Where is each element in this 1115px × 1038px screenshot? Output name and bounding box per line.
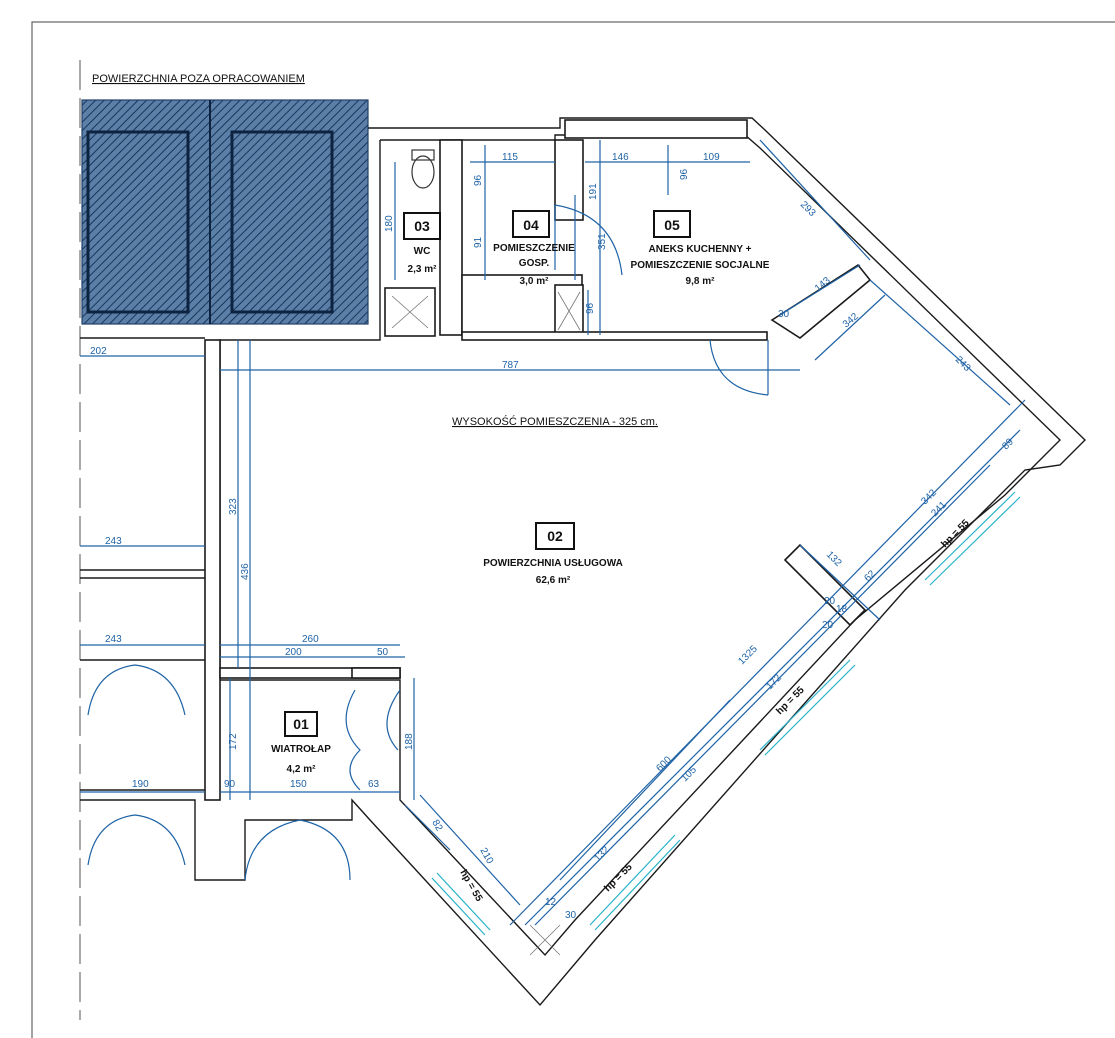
window-label-1: hp = 55 [939, 517, 972, 550]
svg-text:342: 342 [841, 311, 861, 330]
svg-text:190: 190 [132, 779, 149, 790]
room-05: 05 ANEKS KUCHENNY + POMIESZCZENIE SOCJAL… [631, 210, 770, 287]
door-kitchen [709, 339, 769, 396]
window-1 [924, 491, 1021, 586]
svg-text:132: 132 [824, 549, 844, 569]
hatched-block-right [230, 130, 334, 314]
svg-text:202: 202 [90, 346, 107, 357]
svg-text:01: 01 [293, 716, 309, 732]
room-01: 01 WIATROŁAP 4,2 m² [271, 711, 331, 775]
svg-text:ANEKS KUCHENNY +: ANEKS KUCHENNY + [649, 244, 752, 255]
svg-text:91: 91 [473, 236, 484, 248]
window-2 [759, 659, 856, 756]
svg-text:241: 241 [929, 499, 949, 519]
svg-text:2,3 m²: 2,3 m² [408, 264, 438, 275]
svg-text:POWIERZCHNIA USŁUGOWA: POWIERZCHNIA USŁUGOWA [483, 558, 623, 569]
svg-text:787: 787 [502, 360, 519, 371]
svg-text:04: 04 [523, 217, 539, 233]
wall-vest-right [351, 667, 401, 679]
svg-text:63: 63 [368, 779, 380, 790]
svg-text:132: 132 [592, 844, 612, 864]
svg-text:243: 243 [105, 634, 122, 645]
hatched-area [81, 99, 369, 325]
svg-text:180: 180 [384, 215, 395, 232]
door-vestibule [345, 689, 361, 791]
door-entrance [244, 819, 351, 881]
svg-text:96: 96 [585, 302, 596, 314]
svg-text:172: 172 [228, 733, 239, 750]
svg-text:351: 351 [597, 233, 608, 250]
svg-text:191: 191 [588, 183, 599, 200]
room-02: 02 POWIERZCHNIA USŁUGOWA 62,6 m² [483, 522, 623, 586]
svg-text:90: 90 [224, 779, 236, 790]
svg-text:9,8 m²: 9,8 m² [686, 276, 716, 287]
svg-text:1325: 1325 [736, 643, 760, 667]
svg-text:243: 243 [105, 536, 122, 547]
svg-text:GOSP.: GOSP. [519, 258, 550, 269]
toilet-icon [411, 155, 435, 189]
window-label-3: hp = 55 [602, 861, 635, 894]
svg-text:62,6 m²: 62,6 m² [536, 575, 571, 586]
svg-text:115: 115 [502, 152, 518, 163]
svg-text:03: 03 [414, 218, 430, 234]
svg-text:96: 96 [679, 168, 690, 180]
svg-text:3,0 m²: 3,0 m² [520, 276, 550, 287]
svg-text:4,2 m²: 4,2 m² [287, 764, 317, 775]
out-of-scope-note: POWIERZCHNIA POZA OPRACOWANIEM [92, 73, 305, 85]
svg-text:82: 82 [429, 818, 444, 834]
svg-text:POMIESZCZENIE SOCJALNE: POMIESZCZENIE SOCJALNE [631, 260, 770, 271]
svg-text:210: 210 [477, 846, 495, 866]
svg-text:05: 05 [664, 217, 680, 233]
svg-text:WC: WC [414, 246, 431, 257]
svg-text:12: 12 [545, 897, 557, 908]
svg-text:20: 20 [822, 620, 834, 631]
wall-wc-right [439, 139, 463, 336]
svg-text:96: 96 [473, 174, 484, 186]
shaft-icon [391, 291, 581, 956]
window-3 [589, 834, 681, 931]
hatched-block-left [86, 130, 190, 314]
svg-text:260: 260 [302, 634, 319, 645]
svg-text:POMIESZCZENIE: POMIESZCZENIE [493, 243, 575, 254]
door-left-2 [87, 814, 186, 866]
svg-text:50: 50 [377, 647, 389, 658]
wall-gosp-right [554, 139, 584, 221]
svg-text:30: 30 [565, 910, 577, 921]
svg-text:02: 02 [547, 528, 563, 544]
door-gosp [554, 204, 623, 276]
svg-text:30: 30 [778, 309, 790, 320]
svg-text:18: 18 [836, 604, 848, 615]
svg-text:89: 89 [1000, 436, 1016, 452]
svg-text:62: 62 [862, 568, 878, 584]
svg-text:436: 436 [240, 563, 251, 580]
wall-left-column [204, 339, 221, 801]
counter [564, 119, 748, 139]
svg-text:20: 20 [824, 596, 836, 607]
svg-text:600: 600 [654, 754, 674, 774]
svg-text:146: 146 [612, 152, 629, 163]
window-4 [431, 872, 491, 936]
wall-kitchen-bottom [461, 331, 768, 341]
svg-text:109: 109 [703, 152, 720, 163]
svg-text:WIATROŁAP: WIATROŁAP [271, 744, 331, 755]
door-left-1 [87, 664, 186, 716]
room-04: 04 POMIESZCZENIE GOSP. 3,0 m² [493, 210, 575, 287]
dimension-lines [80, 139, 1026, 926]
svg-text:323: 323 [228, 498, 239, 515]
sheet-border [31, 21, 1115, 1038]
svg-text:293: 293 [798, 199, 818, 219]
svg-text:150: 150 [290, 779, 307, 790]
wall-diagonal-stub [770, 263, 872, 339]
room-03: 03 WC 2,3 m² [403, 212, 441, 275]
ceiling-height-note: WYSOKOŚĆ POMIESZCZENIA - 325 cm. [452, 415, 658, 428]
svg-text:200: 200 [285, 647, 302, 658]
svg-text:188: 188 [404, 733, 415, 750]
